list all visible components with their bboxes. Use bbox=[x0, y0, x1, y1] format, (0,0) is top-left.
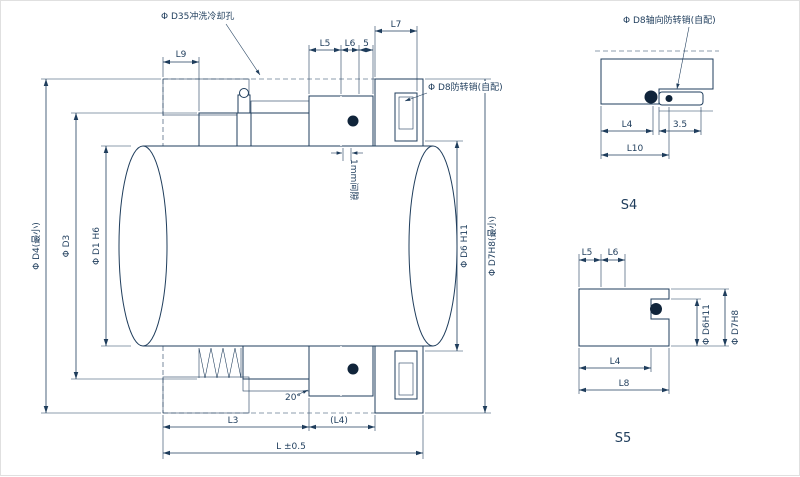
seal-faces bbox=[308, 95, 374, 397]
dim-l7-label: L7 bbox=[391, 20, 402, 30]
flush-hole-callout: Φ D35冲洗冷却孔 bbox=[161, 10, 234, 22]
o-ring-bottom bbox=[347, 363, 359, 375]
s5-o-ring bbox=[650, 303, 662, 315]
housing-block-bottom bbox=[162, 376, 250, 414]
s4-pin-callout: Φ D8轴向防转销(自配) bbox=[623, 14, 716, 26]
dim-d7-label: Φ D7H8(最小) bbox=[487, 216, 498, 276]
dim-d4-label: Φ D4(最小) bbox=[31, 222, 42, 270]
s4-gland-section bbox=[600, 58, 714, 105]
s5-title: S5 bbox=[615, 431, 632, 446]
s5-dim-l6-label: L6 bbox=[608, 248, 619, 258]
spring-coil bbox=[198, 347, 242, 379]
housing-block-top bbox=[162, 78, 250, 116]
s5-dim-d7-label: Φ D7H8 bbox=[731, 310, 741, 345]
bellows-top bbox=[250, 112, 310, 147]
dim-l3-label: L3 bbox=[228, 416, 239, 426]
gap-note: 1mm间隙 bbox=[348, 159, 360, 200]
o-ring-top bbox=[347, 115, 359, 127]
s4-dim-l4-label: L4 bbox=[622, 120, 633, 130]
dim-l9-label: L9 bbox=[176, 50, 187, 60]
dimensions-left: Φ D4(最小) Φ D3 Φ D1 H6 bbox=[31, 78, 197, 414]
s4-dim-l10-label: L10 bbox=[627, 144, 644, 154]
s5-dimensions-bottom: L4 L8 bbox=[578, 348, 670, 394]
s4-dimensions: L4 3.5 L10 bbox=[600, 106, 702, 159]
set-screw-head bbox=[239, 88, 249, 98]
angle-note: 20° bbox=[285, 393, 301, 403]
dimensions-top: L9 L5 L6 5 L7 bbox=[162, 20, 418, 111]
pin-housing-bottom bbox=[394, 350, 418, 400]
dimensions-right: Φ D6 H11 Φ D7H8(最小) bbox=[425, 78, 498, 414]
s4-title: S4 bbox=[621, 198, 638, 213]
pin-housing-top bbox=[394, 92, 418, 142]
s5-dimensions-right: Φ D6H11 Φ D7H8 bbox=[671, 288, 741, 347]
s4-pin-dot bbox=[665, 95, 673, 102]
retainer-band-top bbox=[250, 100, 310, 114]
detail-s5: L5 L6 Φ D6H11 Φ D7H8 L4 L8 S5 bbox=[578, 248, 741, 446]
s5-dim-l8-label: L8 bbox=[619, 379, 630, 389]
anti-rotation-pin-bottom bbox=[398, 362, 414, 396]
dim-l-total-label: L ±0.5 bbox=[276, 442, 306, 452]
retainer-band-bottom bbox=[242, 378, 310, 392]
s5-seat-section bbox=[578, 288, 670, 347]
pin-callout: Φ D8防转销(自配) bbox=[428, 81, 503, 93]
shaft-end-left bbox=[118, 145, 168, 347]
s5-dim-d6-label: Φ D6H11 bbox=[702, 304, 712, 345]
s5-dim-l5-label: L5 bbox=[582, 248, 593, 258]
anti-rotation-pin-top bbox=[398, 96, 414, 130]
shaft-body bbox=[143, 146, 433, 346]
dim-5-label: 5 bbox=[363, 39, 369, 49]
s4-dim-35-label: 3.5 bbox=[673, 120, 687, 130]
gland-plate bbox=[374, 78, 424, 414]
dim-l4-label: (L4) bbox=[330, 416, 348, 426]
dim-l5-label: L5 bbox=[320, 39, 331, 49]
shaft-end-right bbox=[408, 145, 458, 347]
main-view: Φ D4(最小) Φ D3 Φ D1 H6 Φ D6 H11 Φ D7H8(最小… bbox=[31, 10, 539, 459]
dim-d3-label: Φ D3 bbox=[62, 235, 72, 258]
shaft bbox=[118, 145, 458, 347]
dim-d6-label: Φ D6 H11 bbox=[460, 224, 470, 268]
s4-o-ring bbox=[644, 90, 658, 104]
collar-spacer bbox=[236, 112, 252, 147]
dimensions-bottom: L3 (L4) L ±0.5 bbox=[162, 398, 424, 459]
callouts: Φ D35冲洗冷却孔 Φ D8防转销(自配) 1mm间隙 20° bbox=[161, 10, 539, 403]
dim-d1-label: Φ D1 H6 bbox=[92, 227, 102, 265]
s5-dim-l4-label: L4 bbox=[610, 357, 621, 367]
drive-collar bbox=[198, 88, 252, 147]
bellows-bottom bbox=[242, 345, 310, 380]
detail-s4: Φ D8轴向防转销(自配) L4 3.5 L10 S4 bbox=[595, 14, 719, 213]
s5-dimensions-top: L5 L6 bbox=[578, 248, 626, 287]
dim-l6-label: L6 bbox=[345, 39, 356, 49]
